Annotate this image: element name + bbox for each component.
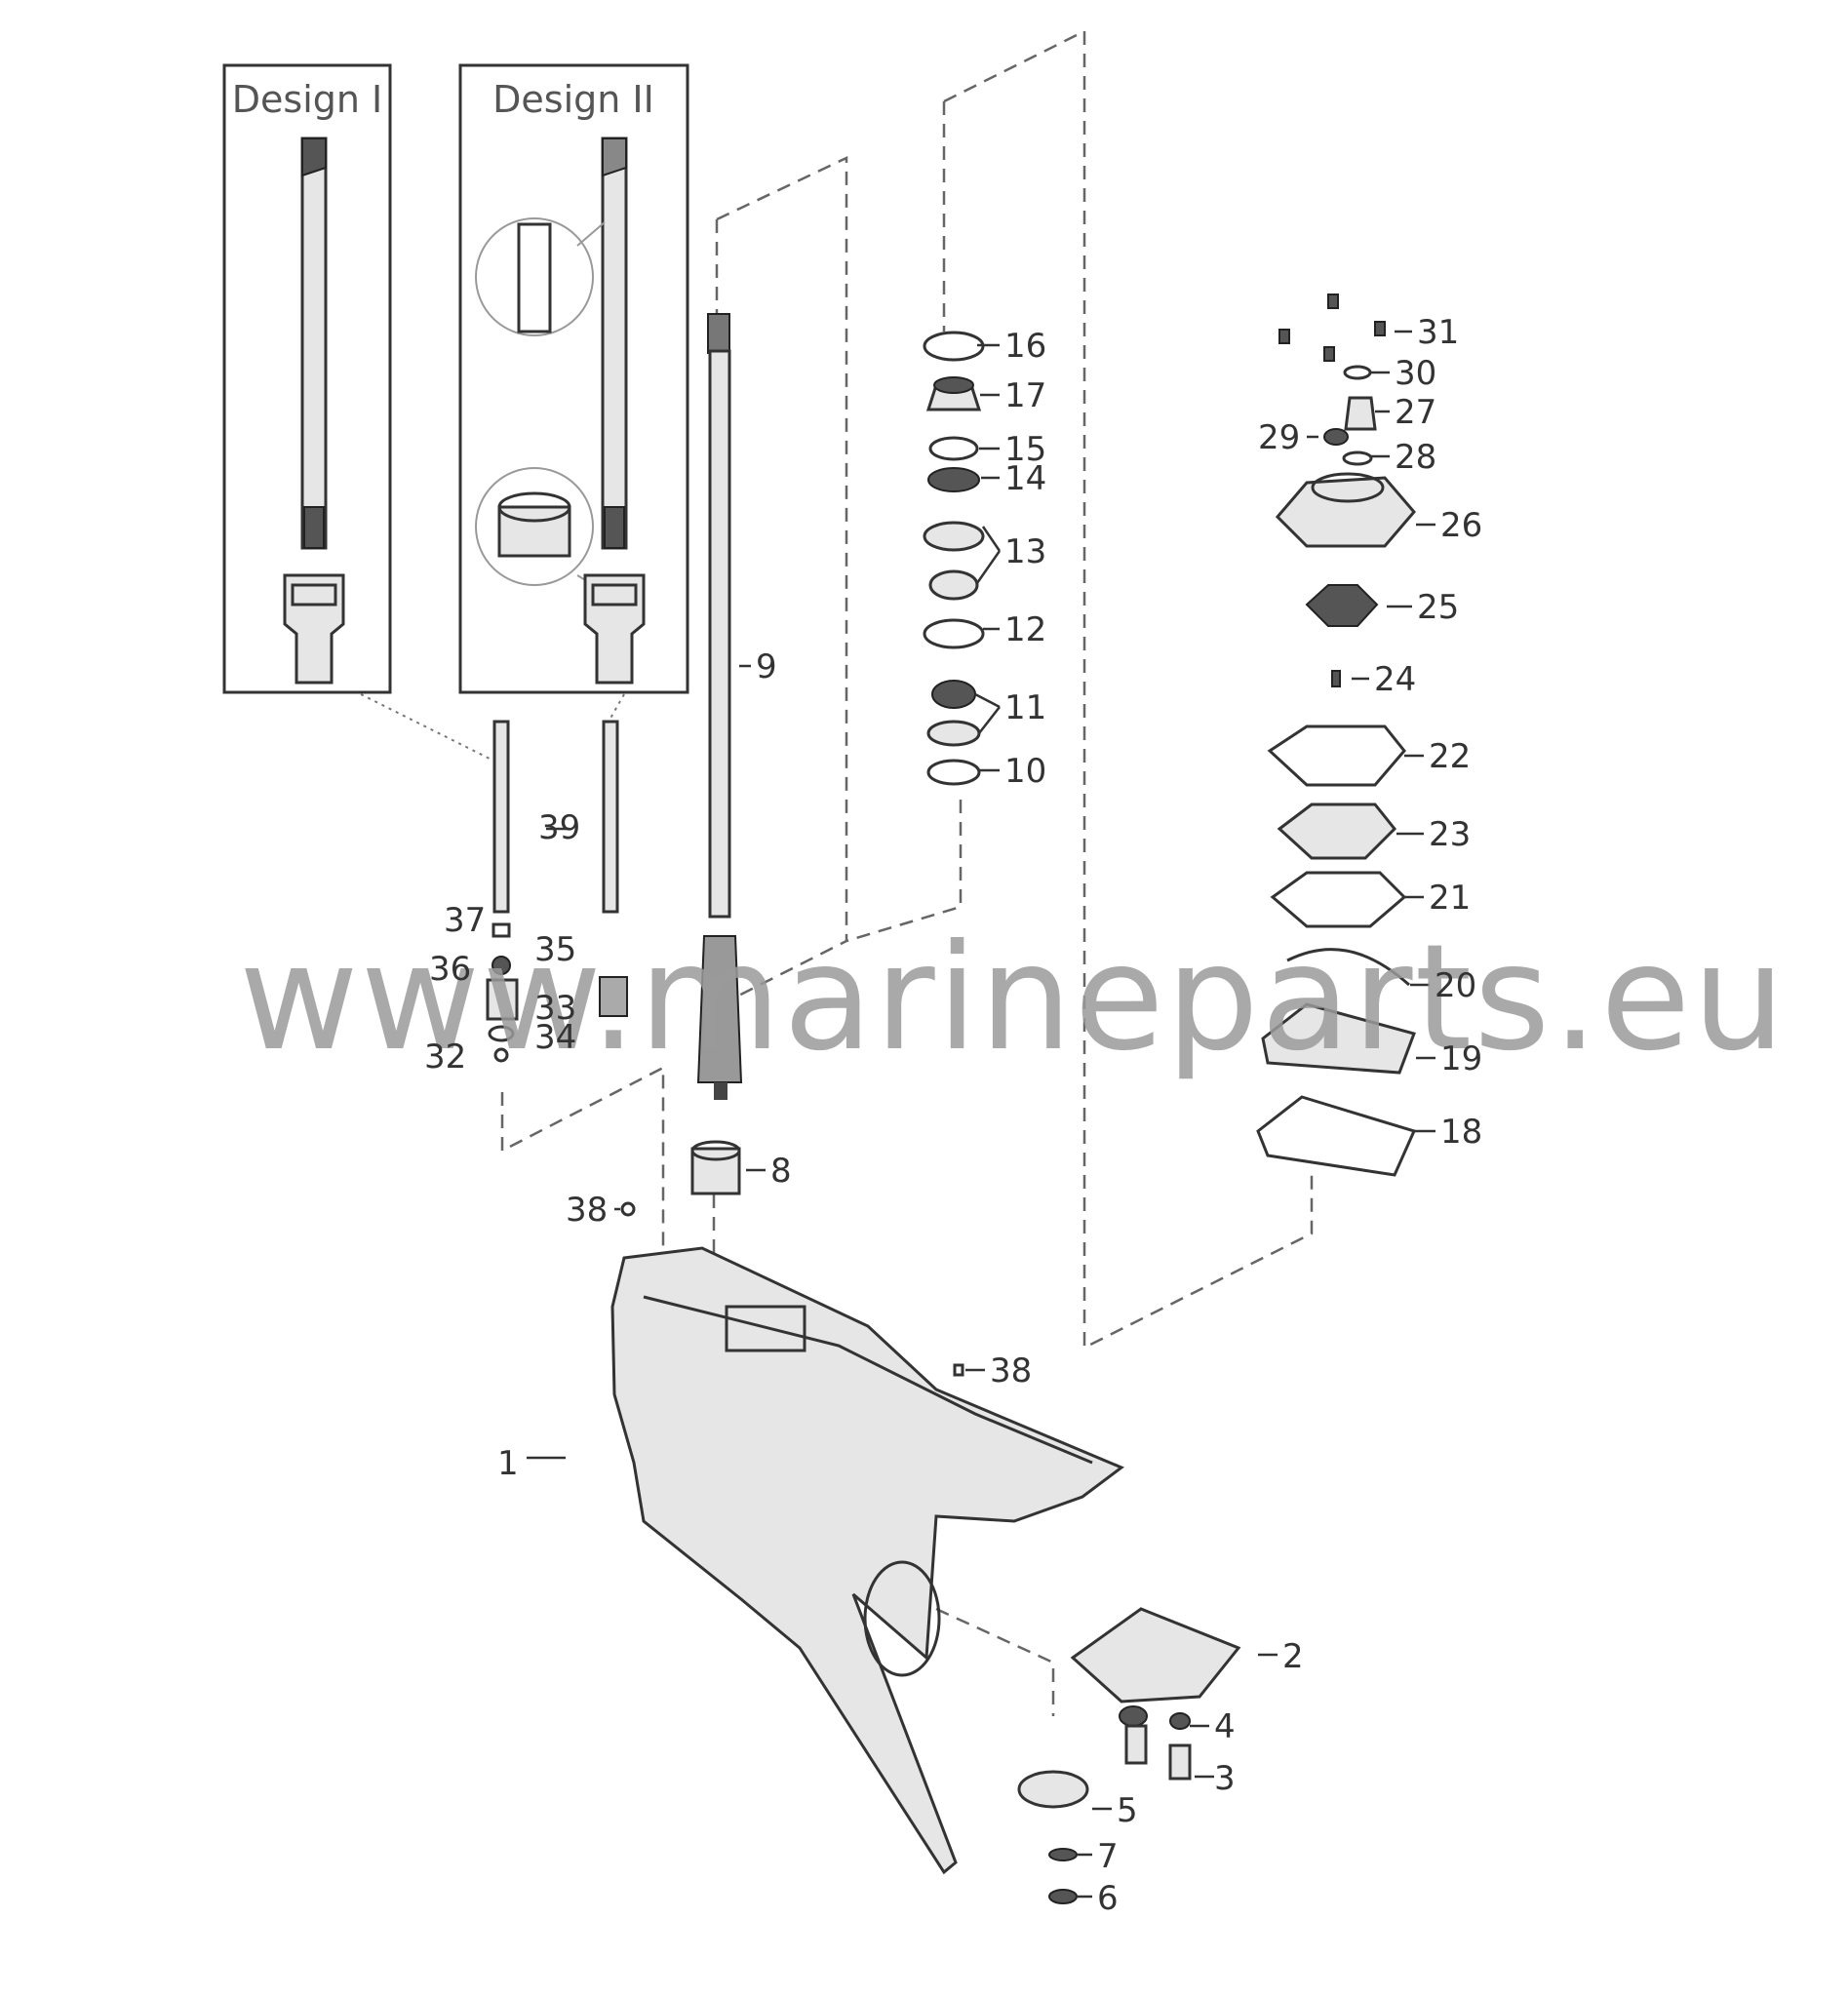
callout-13: 13 <box>1004 532 1046 571</box>
callout-25: 25 <box>1417 588 1459 627</box>
watermark: www.marineparts.eu <box>239 914 1788 1083</box>
callout-6: 6 <box>1097 1879 1119 1918</box>
callout-32: 32 <box>424 1038 466 1077</box>
gearcase-housing <box>610 1246 1124 1875</box>
leader-lines <box>527 330 1435 1899</box>
callout-37: 37 <box>444 901 486 940</box>
callout-4: 4 <box>1214 1707 1236 1746</box>
assembly-line-pump <box>943 28 1314 1351</box>
callout-14: 14 <box>1004 459 1046 498</box>
design-2-inset: Design II <box>458 63 689 694</box>
design-2-title: Design II <box>492 78 654 121</box>
callout-18: 18 <box>1440 1113 1482 1152</box>
water-pump-assembly <box>1256 294 1417 1177</box>
plug-38-small <box>620 1201 636 1217</box>
callout-33: 33 <box>534 989 576 1028</box>
callout-27: 27 <box>1395 393 1436 432</box>
callout-31: 31 <box>1417 313 1459 352</box>
lower-parts-2-7 <box>1017 1607 1241 1904</box>
callout-24: 24 <box>1374 660 1416 699</box>
bearing-8 <box>690 1140 741 1195</box>
callout-17: 17 <box>1004 376 1046 415</box>
callout-1: 1 <box>497 1444 519 1483</box>
callout-26: 26 <box>1440 506 1482 545</box>
assembly-line-shaft <box>701 156 848 1016</box>
callout-29: 29 <box>1258 418 1300 457</box>
shaft-39 <box>492 720 619 914</box>
callout-7: 7 <box>1097 1837 1119 1876</box>
design-1-title: Design I <box>232 78 383 121</box>
callout-16: 16 <box>1004 327 1046 366</box>
drive-shaft <box>696 313 743 1100</box>
callout-22: 22 <box>1429 737 1471 776</box>
callout-20: 20 <box>1435 966 1476 1005</box>
callout-38-upper: 38 <box>566 1191 608 1230</box>
callout-8: 8 <box>770 1152 792 1191</box>
callout-21: 21 <box>1429 879 1471 918</box>
callout-15: 15 <box>1004 430 1046 469</box>
design-1-inset: Design I <box>222 63 392 694</box>
small-parts-32-37 <box>486 922 628 1063</box>
seal-stack-10-17 <box>923 331 985 786</box>
callout-38-lower: 38 <box>990 1351 1032 1390</box>
callout-2: 2 <box>1282 1637 1304 1676</box>
callout-39: 39 <box>538 808 580 847</box>
callout-19: 19 <box>1440 1039 1482 1078</box>
callout-12: 12 <box>1004 610 1046 649</box>
callout-35: 35 <box>534 930 576 969</box>
callout-28: 28 <box>1395 438 1436 477</box>
callout-11: 11 <box>1004 688 1046 727</box>
callout-10: 10 <box>1004 752 1046 791</box>
callout-30: 30 <box>1395 354 1436 393</box>
callout-34: 34 <box>534 1018 576 1057</box>
callout-labels: 1 2 3 4 5 6 7 8 9 10 11 12 13 14 15 16 1… <box>424 313 1482 1918</box>
plug-38 <box>953 1363 964 1377</box>
callout-5: 5 <box>1117 1791 1138 1830</box>
callout-9: 9 <box>756 647 777 686</box>
callout-36: 36 <box>429 950 471 989</box>
callout-3: 3 <box>1214 1759 1236 1798</box>
callout-23: 23 <box>1429 815 1471 854</box>
